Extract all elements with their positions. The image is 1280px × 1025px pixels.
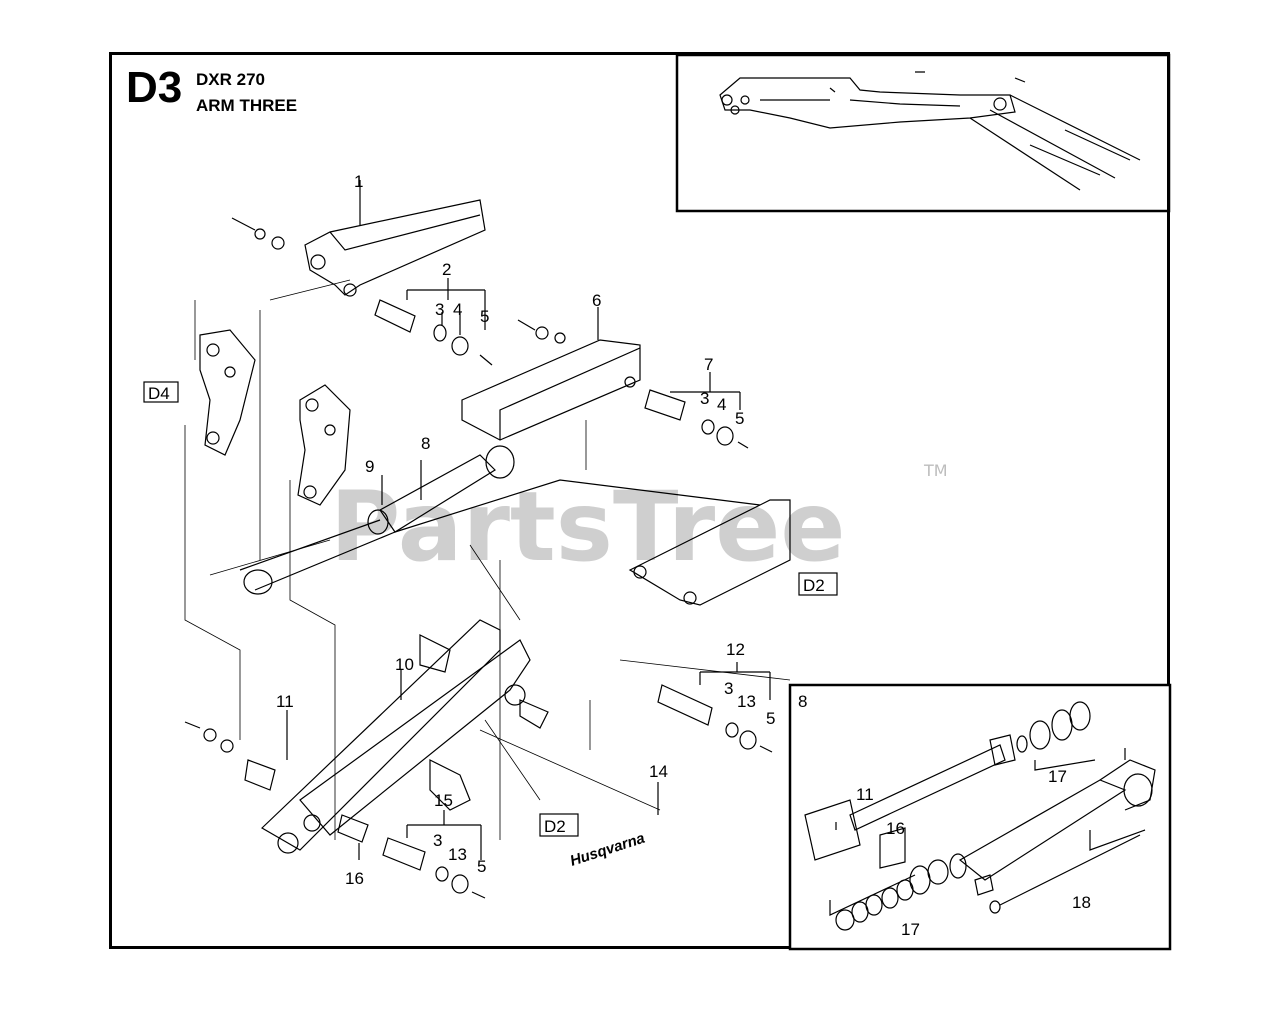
page-code: D3 — [126, 63, 183, 112]
callout-8: 8 — [421, 434, 430, 453]
inset-callout-16: 16 — [886, 819, 905, 838]
callout-4: 4 — [717, 395, 726, 414]
callout-13: 13 — [448, 845, 467, 864]
callout-14: 14 — [649, 762, 668, 781]
diagram-frame — [109, 52, 1170, 949]
ref-d4: D4 — [143, 381, 179, 403]
ref-d2-right: D2 — [798, 572, 838, 596]
callout-5: 5 — [480, 307, 489, 326]
callout-16: 16 — [345, 869, 364, 888]
watermark-text: PartsTree — [330, 471, 845, 583]
callout-3: 3 — [724, 679, 733, 698]
callout-5: 5 — [735, 409, 744, 428]
ref-d4-label: D4 — [148, 384, 170, 403]
section-title: ARM THREE — [196, 96, 298, 115]
ref-d2-bottom-label: D2 — [544, 817, 566, 836]
callout-12: 12 — [726, 640, 745, 659]
inset-callout-11: 11 — [856, 785, 874, 804]
arm-assembly — [184, 180, 791, 899]
callout-2: 2 — [442, 260, 451, 279]
callout-7: 7 — [704, 355, 713, 374]
callout-9: 9 — [365, 457, 374, 476]
callout-6: 6 — [592, 291, 601, 310]
callout-3: 3 — [700, 389, 709, 408]
inset-callout-17: 17 — [1048, 767, 1067, 786]
callout-15: 15 — [434, 791, 453, 810]
callout-numbers: 1 2 3 4 5 6 7 3 4 5 8 9 10 11 12 3 13 5 … — [276, 172, 775, 888]
inset-callout-17: 17 — [901, 920, 920, 939]
inset-callout-18: 18 — [1072, 893, 1091, 912]
watermark-tm: TM — [923, 461, 948, 480]
cylinder-inset: 8 11 16 17 17 18 — [788, 683, 1172, 951]
callout-5: 5 — [477, 857, 486, 876]
ref-d2-right-label: D2 — [803, 576, 825, 595]
model-name: DXR 270 — [196, 70, 265, 89]
brand-decal: Husqvarna — [568, 830, 647, 870]
callout-3: 3 — [435, 300, 444, 319]
ref-d2-bottom: D2 — [539, 813, 579, 837]
callout-11: 11 — [276, 692, 294, 711]
callout-5: 5 — [766, 709, 775, 728]
callout-3: 3 — [433, 831, 442, 850]
inset-label: 8 — [798, 692, 807, 711]
callout-1: 1 — [354, 172, 363, 191]
callout-10: 10 — [395, 655, 414, 674]
overview-inset — [675, 53, 1171, 213]
callout-4: 4 — [453, 300, 462, 319]
callout-13: 13 — [737, 692, 756, 711]
